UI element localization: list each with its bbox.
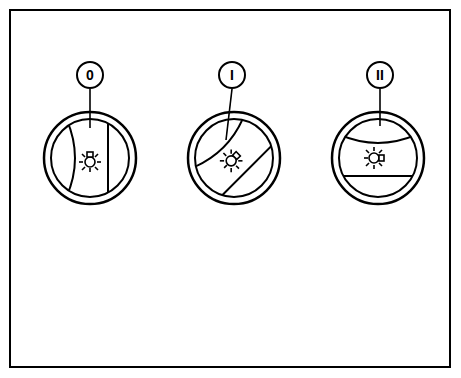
callout-label: I — [230, 68, 234, 82]
callout-circle: II — [366, 61, 394, 89]
callout-label: 0 — [86, 68, 94, 82]
callout-circle: 0 — [76, 61, 104, 89]
callout-label: II — [376, 68, 384, 82]
callout-circle: I — [218, 61, 246, 89]
